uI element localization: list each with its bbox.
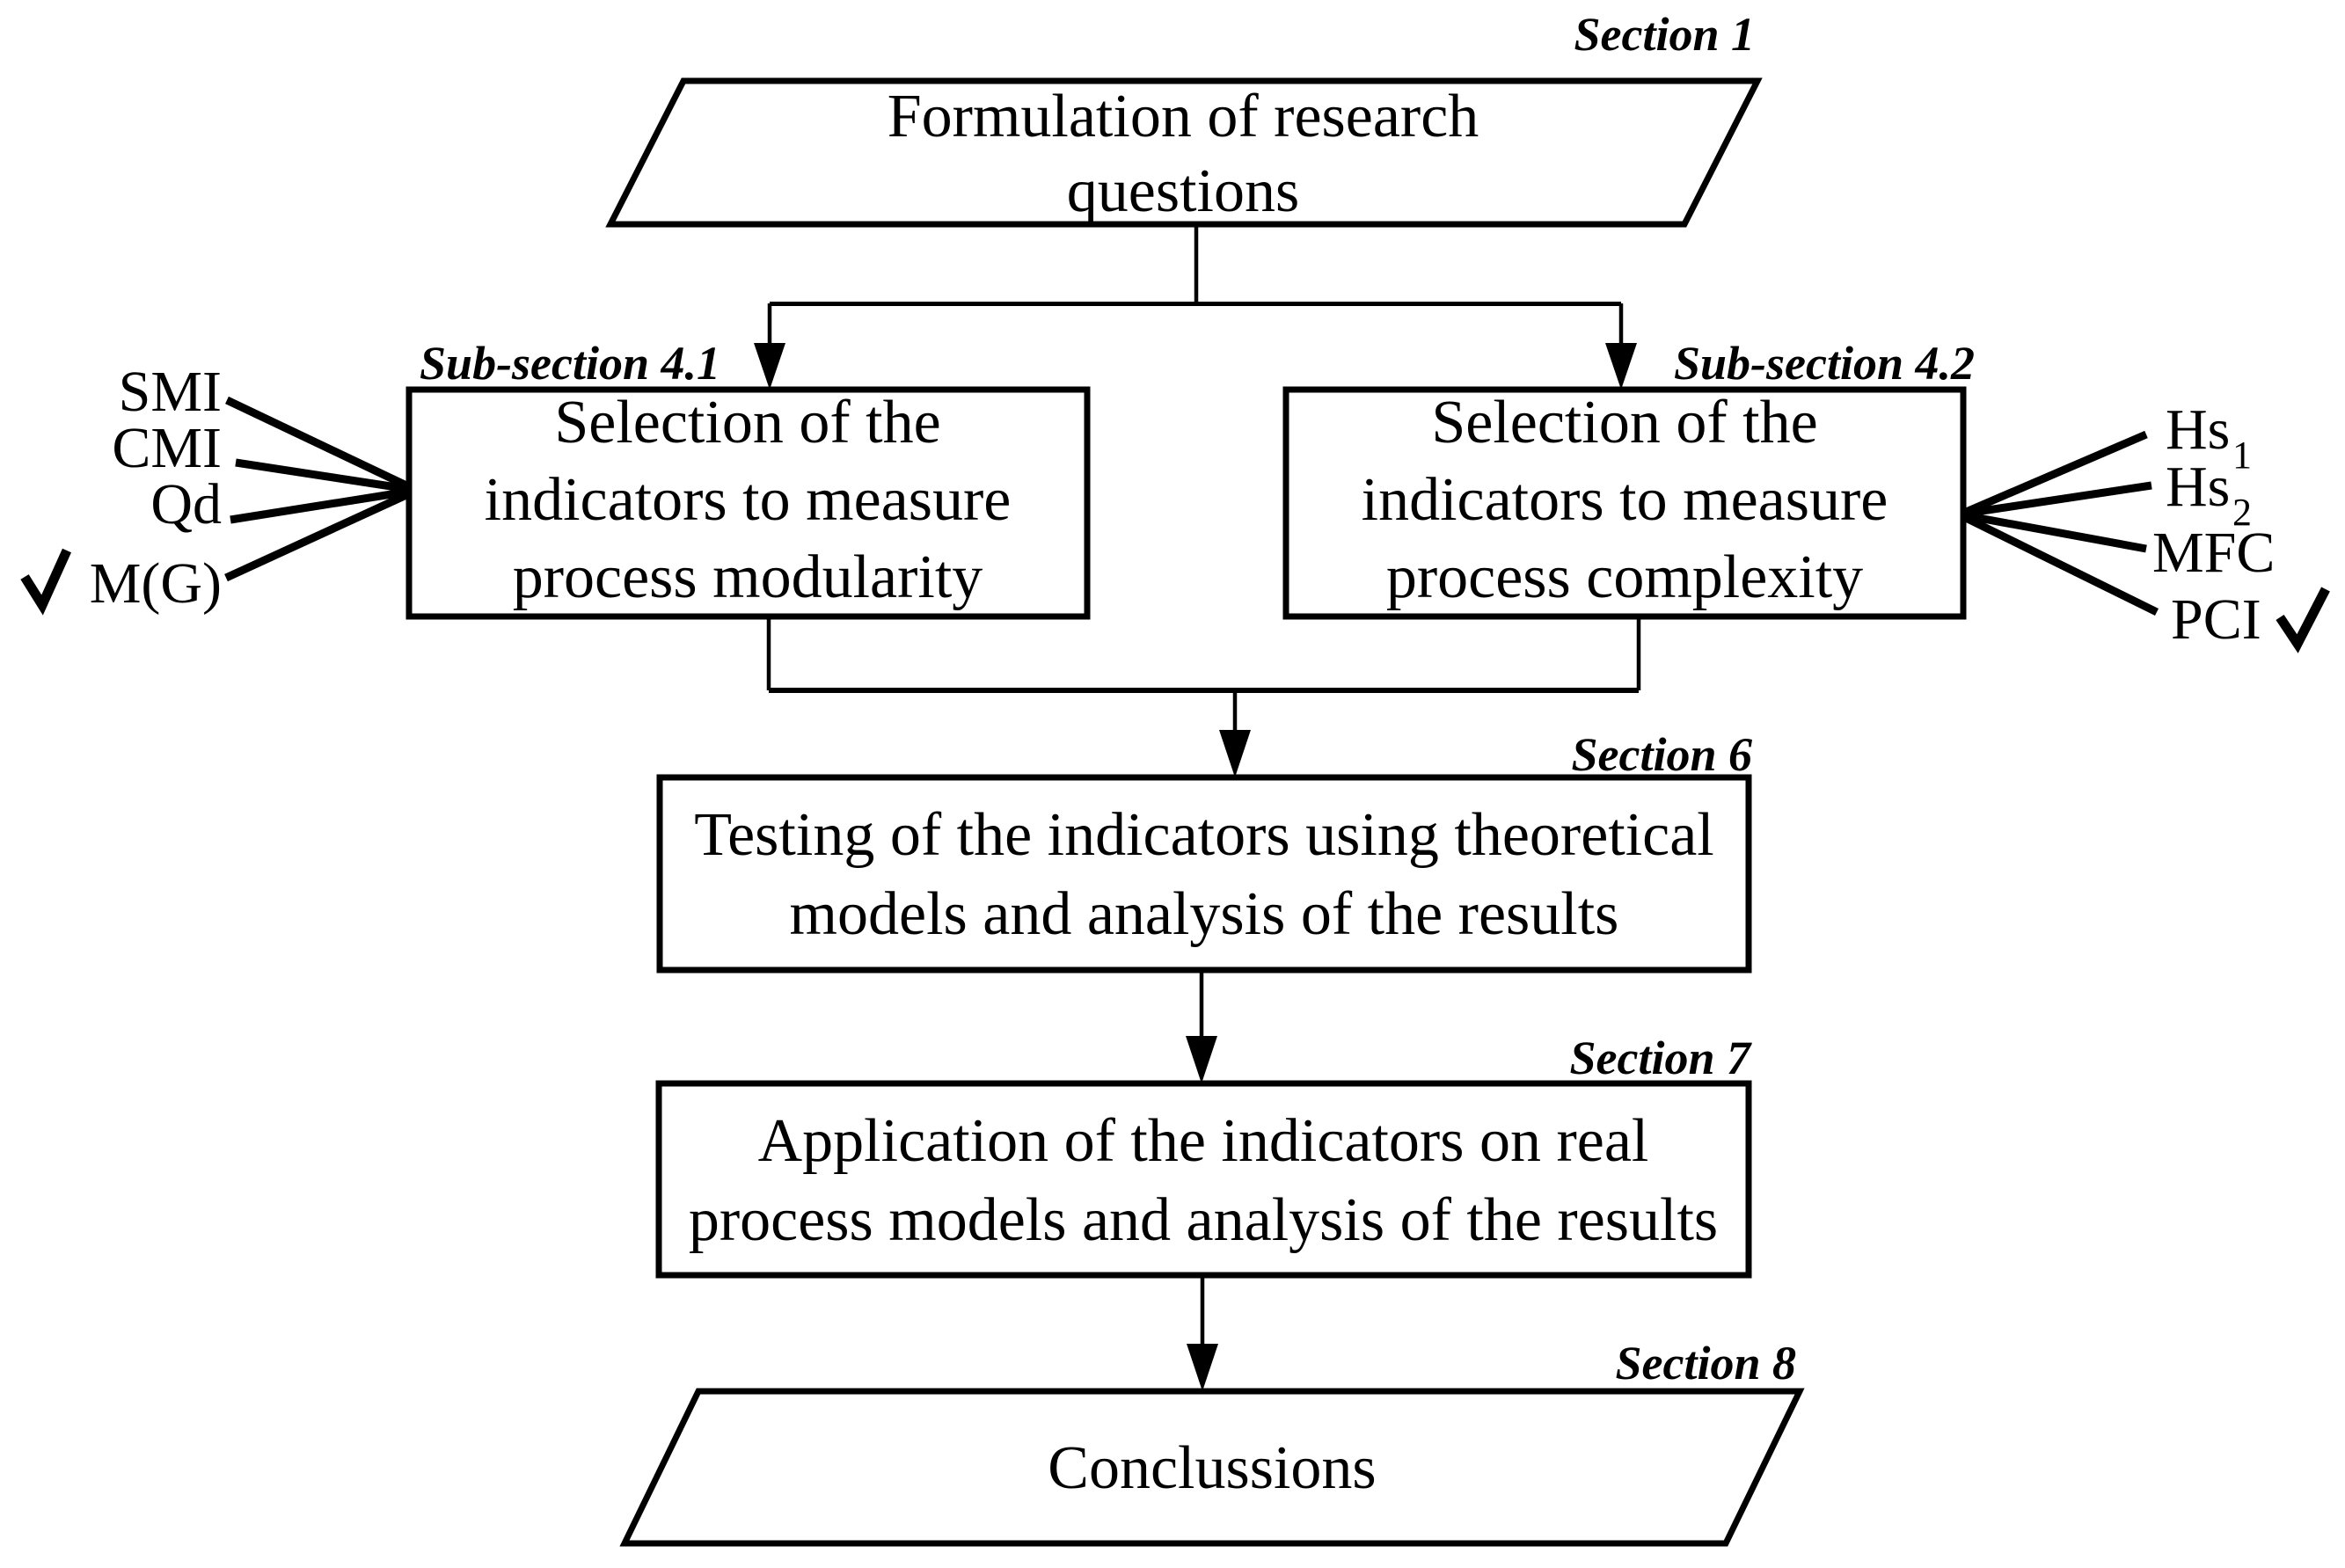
formulation-parallelogram: [605, 77, 1763, 228]
indicator-label-hs2-subscript: 2: [2232, 491, 2252, 534]
formulation-text-line2: questions: [1067, 157, 1299, 225]
indicator-label-pci: PCI: [2171, 587, 2261, 652]
indicator-line: [1962, 513, 2159, 616]
testing-text-line2: models and analysis of the results: [790, 880, 1619, 948]
arrow-down-icon: [1187, 1344, 1218, 1391]
check-icon: [2276, 587, 2330, 653]
indicator-line: [1963, 511, 2147, 553]
modularity-indicator-lines: [224, 396, 410, 582]
indicator-label-cmi: CMI: [112, 416, 222, 480]
indicator-line: [225, 396, 410, 491]
indicator-label-mg: M(G): [90, 551, 222, 616]
arrow-down-icon: [1186, 1036, 1217, 1083]
indicator-line: [224, 490, 410, 582]
testing-node: Section 6 Testing of the indicators usin…: [656, 728, 1752, 974]
formulation-node: Section 1 Formulation of research questi…: [605, 8, 1763, 228]
formulation-text-line1: Formulation of research: [888, 83, 1479, 150]
indicator-label-hs1-subscript: 1: [2232, 434, 2252, 477]
indicator-label-hs1: Hs: [2166, 397, 2230, 462]
check-icon: [20, 548, 72, 616]
indicator-label-qd: Qd: [150, 472, 222, 536]
modularity-text-line3: process modularity: [513, 543, 983, 611]
complexity-box: [1282, 386, 1967, 620]
testing-text-line1: Testing of the indicators using theoreti…: [694, 801, 1714, 869]
arrow-down-icon: [1219, 730, 1251, 777]
indicator-line: [235, 458, 409, 493]
conclusions-text: Conclussions: [1048, 1434, 1376, 1502]
indicator-line: [230, 487, 409, 524]
indicator-label-mfc: MFC: [2152, 521, 2275, 585]
split-connector: [754, 224, 1637, 390]
testing-box: [656, 774, 1752, 974]
application-text-line2: process models and analysis of the resul…: [689, 1186, 1718, 1254]
testing-to-application-connector: [1186, 970, 1217, 1083]
complexity-text-line1: Selection of the: [1431, 389, 1817, 456]
modularity-box: [405, 386, 1091, 620]
modularity-indicator-labels: SMI CMI Qd M(G): [20, 360, 222, 616]
section-tag: Section 1: [1574, 8, 1755, 61]
complexity-text-line2: indicators to measure: [1362, 466, 1888, 534]
application-box: [655, 1080, 1752, 1279]
modularity-text-line2: indicators to measure: [485, 466, 1012, 534]
application-to-conclusions-connector: [1187, 1275, 1218, 1391]
section-tag: Section 7: [1569, 1032, 1752, 1084]
section-tag: Sub-section 4.2: [1674, 337, 1975, 390]
complexity-indicator-lines: [1962, 430, 2159, 616]
arrow-down-icon: [1605, 343, 1637, 390]
conclusions-parallelogram: [619, 1388, 1805, 1547]
modularity-text-line1: Selection of the: [554, 389, 940, 456]
section-tag: Section 6: [1571, 728, 1752, 781]
section-tag: Sub-section 4.1: [420, 337, 720, 390]
indicator-line: [1962, 430, 2148, 517]
application-node: Section 7 Application of the indicators …: [655, 1032, 1752, 1279]
arrow-down-icon: [754, 343, 785, 390]
conclusions-node: Section 8 Conclussions: [619, 1337, 1805, 1547]
section-tag: Section 8: [1615, 1337, 1796, 1389]
complexity-text-line3: process complexity: [1386, 543, 1863, 611]
application-text-line1: Application of the indicators on real: [758, 1107, 1649, 1175]
complexity-node: Sub-section 4.2 Selection of the indicat…: [1282, 337, 1975, 620]
modularity-node: Sub-section 4.1 Selection of the indicat…: [405, 337, 1091, 620]
indicator-label-smi: SMI: [119, 360, 222, 424]
complexity-indicator-labels: Hs 1 Hs 2 MFC PCI: [2152, 397, 2330, 653]
indicator-line: [1963, 481, 2152, 518]
merge-connector: [766, 616, 1641, 777]
indicator-label-hs2: Hs: [2166, 455, 2230, 519]
